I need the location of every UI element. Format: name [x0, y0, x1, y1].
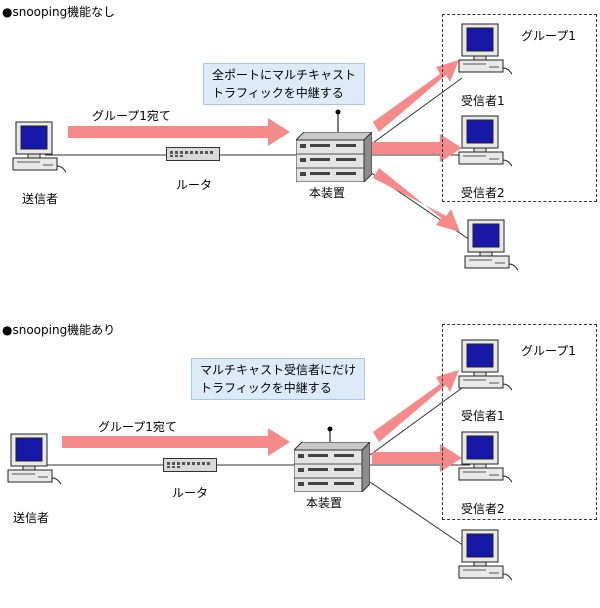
connection-lines — [45, 60, 471, 241]
router-label: ルータ — [176, 178, 213, 192]
multicast-arrows — [68, 60, 462, 232]
multicast-group-box — [442, 14, 597, 202]
computer-icon — [7, 433, 61, 485]
group-label: グループ1 — [521, 29, 576, 43]
sender-label: 送信者 — [22, 192, 59, 206]
diagram-snooping-off: ●snooping機能なし グループ1 全ポートにマルチキャスト トラフィックを… — [0, 0, 600, 290]
switch-label: 本装置 — [306, 496, 343, 510]
section-heading: ●snooping機能なし — [2, 5, 116, 19]
multicast-group-box — [442, 324, 597, 520]
computer-icon — [458, 339, 512, 391]
multicast-arrows — [62, 370, 462, 472]
receiver-2-label: 受信者2 — [461, 502, 505, 516]
receiver-1-label: 受信者1 — [461, 94, 505, 108]
computer-icon — [458, 529, 512, 581]
switch-icon — [294, 442, 370, 492]
callout-line-1: マルチキャスト受信者にだけ — [200, 363, 357, 377]
diagram-snooping-on: ●snooping機能あり グループ1 マルチキャスト受信者にだけ トラフィック… — [0, 318, 600, 608]
callout-line-2: トラフィックを中継する — [200, 381, 332, 395]
receiver-2-label: 受信者2 — [461, 186, 505, 200]
group-label: グループ1 — [521, 344, 576, 358]
callout-line-2: トラフィックを中継する — [212, 86, 344, 100]
computer-icon — [458, 115, 512, 167]
computer-icon — [12, 121, 66, 173]
sender-label: 送信者 — [13, 511, 50, 525]
callout-box: マルチキャスト受信者にだけ トラフィックを中継する — [191, 358, 366, 400]
computer-icon — [464, 219, 518, 271]
flow-label: グループ1宛て — [92, 109, 171, 123]
section-heading: ●snooping機能あり — [2, 323, 116, 337]
switch-label: 本装置 — [309, 186, 346, 200]
computer-icon — [458, 23, 512, 75]
callout-line-1: 全ポートにマルチキャスト — [212, 68, 357, 82]
router-label: ルータ — [172, 486, 209, 500]
receiver-1-label: 受信者1 — [461, 409, 505, 423]
callout-box: 全ポートにマルチキャスト トラフィックを中継する — [203, 63, 366, 105]
flow-label: グループ1宛て — [98, 420, 177, 434]
switch-icon — [296, 132, 372, 182]
router-icon — [166, 147, 220, 161]
router-icon — [163, 458, 217, 472]
computer-icon — [458, 431, 512, 483]
